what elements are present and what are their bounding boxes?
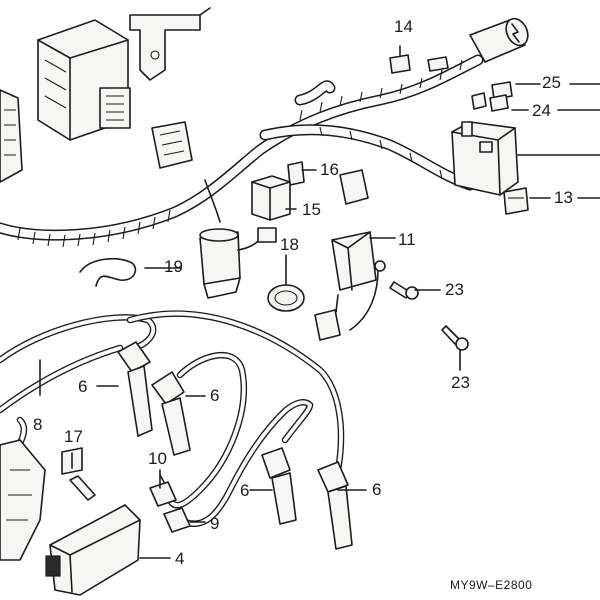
engine-section [0,439,46,561]
callout-6-a: 6 [78,377,88,396]
callout-11: 11 [398,230,416,249]
regulator-unit [0,89,23,183]
part-23-bolt-a [389,281,419,300]
part-15-relay [251,175,291,221]
main-wire-harness [0,54,484,248]
part-10-sensor [149,474,177,507]
part-14-connector [389,45,449,74]
callout-23-lower: 23 [451,373,470,392]
plug-cap-b [151,371,191,456]
callout-6-d: 6 [372,480,382,499]
ignition-coil-module [199,227,277,299]
plug-cap-a [117,341,153,437]
callout-16: 16 [320,160,339,179]
mounting-bracket [129,7,211,81]
callout-8: 8 [33,415,43,434]
harness-connector [151,121,193,169]
callout-18: 18 [280,235,299,254]
part-18-band [267,261,305,312]
callout-24: 24 [532,101,551,120]
callout-4: 4 [175,549,185,568]
plug-cap-c [261,447,297,525]
part-13-switch [503,187,529,215]
diagram-code: MY9W–E2800 [450,578,533,592]
part-24-fuse [471,92,509,112]
callout-15: 15 [302,200,321,219]
callout-19: 19 [164,257,183,276]
callout-14: 14 [394,17,413,36]
callout-25: 25 [542,73,561,92]
part-25-fuse [491,81,513,100]
callout-10: 10 [148,449,167,468]
callout-6-b: 6 [210,386,220,405]
part-4-ignition-coil [45,504,141,596]
fuse-box [451,121,600,196]
callout-13: 13 [554,188,573,207]
part-23-bolt-b [441,325,469,351]
callout-17: 17 [64,427,83,446]
part-16-connector [287,161,369,205]
part-11-sensor [331,231,377,313]
relay-cylinder [469,17,529,63]
ground-lead [314,260,386,341]
plug-cap-d [317,461,353,550]
part-9-sensor [163,507,191,533]
callout-9: 9 [210,514,220,533]
callout-6-c: 6 [240,481,250,500]
part-17-bolt [61,447,96,501]
callout-23-upper: 23 [445,280,464,299]
part-19-clip [79,258,137,287]
ecu-unit [37,19,131,141]
leader-lines [39,83,600,559]
